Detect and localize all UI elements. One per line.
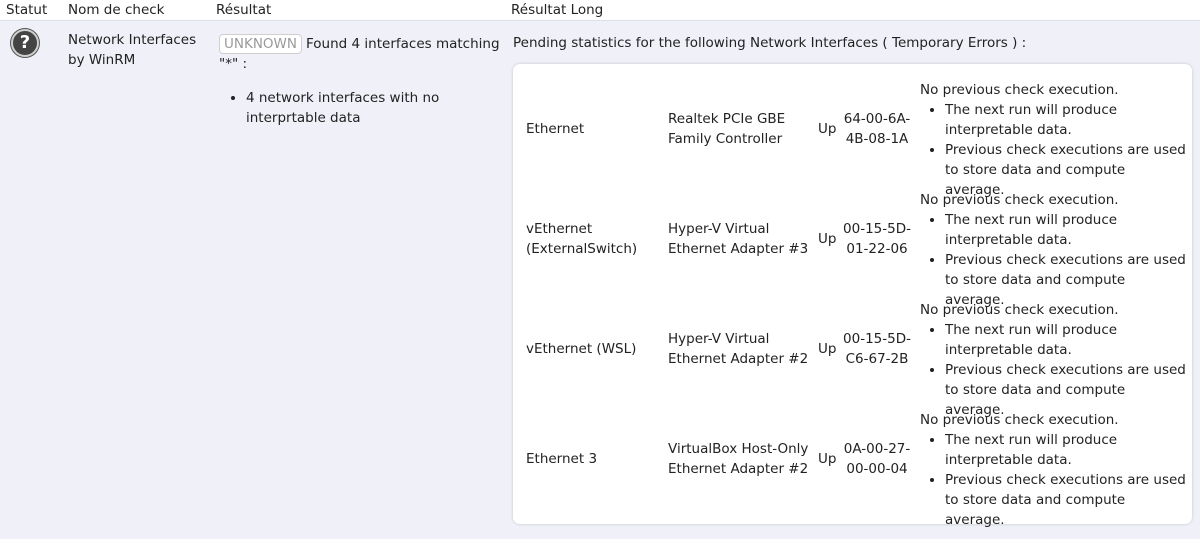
result-list: 4 network interfaces with no interprtabl…: [219, 88, 504, 128]
interface-name: vEthernet (WSL): [526, 341, 637, 357]
header-result[interactable]: Résultat: [216, 2, 272, 18]
note-title: No previous check execution.: [920, 412, 1119, 428]
interface-description: Hyper-V Virtual Ethernet Adapter #2: [668, 331, 809, 367]
status-badge: UNKNOWN: [219, 34, 303, 54]
interface-note: No previous check execution. The next ru…: [920, 300, 1188, 420]
unknown-status-icon: ?: [11, 29, 39, 57]
list-item: The next run will produce interpretable …: [945, 430, 1188, 470]
interface-note: No previous check execution. The next ru…: [920, 80, 1188, 200]
list-item: The next run will produce interpretable …: [945, 210, 1188, 250]
list-item: Previous check executions are used to st…: [945, 470, 1188, 530]
interface-description: VirtualBox Host-Only Ethernet Adapter #2: [668, 441, 809, 477]
note-title: No previous check execution.: [920, 82, 1119, 98]
interface-note: No previous check execution. The next ru…: [920, 190, 1188, 310]
interface-state: Up: [818, 341, 837, 357]
note-title: No previous check execution.: [920, 302, 1119, 318]
interface-row: vEthernet (ExternalSwitch) Hyper-V Virtu…: [513, 190, 1192, 308]
interface-state: Up: [818, 231, 837, 247]
interface-description: Hyper-V Virtual Ethernet Adapter #3: [668, 221, 809, 257]
header-status[interactable]: Statut: [6, 2, 48, 18]
header-long-result[interactable]: Résultat Long: [511, 2, 604, 18]
list-item: Previous check executions are used to st…: [945, 140, 1188, 200]
interface-row: vEthernet (WSL) Hyper-V Virtual Ethernet…: [513, 300, 1192, 418]
long-result-heading: Pending statistics for the following Net…: [513, 35, 1027, 51]
interface-name: vEthernet (ExternalSwitch): [526, 221, 638, 257]
interface-name: Ethernet 3: [526, 451, 598, 467]
interface-mac: 00-15-5D-C6-67-2B: [843, 331, 911, 367]
result-text: Found 4 interfaces matching "*" :: [219, 36, 500, 72]
list-item: Previous check executions are used to st…: [945, 360, 1188, 420]
list-item: Previous check executions are used to st…: [945, 250, 1188, 310]
interface-state: Up: [818, 451, 837, 467]
check-name: Network Interfaces by WinRM: [68, 32, 197, 68]
interface-mac: 0A-00-27-00-00-04: [843, 441, 911, 477]
interface-note: No previous check execution. The next ru…: [920, 410, 1188, 530]
interface-name: Ethernet: [526, 121, 585, 137]
list-item: The next run will produce interpretable …: [945, 100, 1188, 140]
interface-mac: 64-00-6A-4B-08-1A: [843, 111, 911, 147]
interface-row: Ethernet 3 VirtualBox Host-Only Ethernet…: [513, 410, 1192, 528]
list-item: The next run will produce interpretable …: [945, 320, 1188, 360]
interface-description: Realtek PCIe GBE Family Controller: [668, 111, 786, 147]
interface-row: Ethernet Realtek PCIe GBE Family Control…: [513, 80, 1192, 198]
list-item: 4 network interfaces with no interprtabl…: [246, 88, 504, 128]
interfaces-table: Ethernet Realtek PCIe GBE Family Control…: [513, 64, 1192, 528]
interface-state: Up: [818, 121, 837, 137]
interface-mac: 00-15-5D-01-22-06: [843, 221, 911, 257]
note-title: No previous check execution.: [920, 192, 1119, 208]
header-check-name[interactable]: Nom de check: [68, 2, 165, 18]
table-header: Statut Nom de check Résultat Résultat Lo…: [0, 0, 1200, 21]
